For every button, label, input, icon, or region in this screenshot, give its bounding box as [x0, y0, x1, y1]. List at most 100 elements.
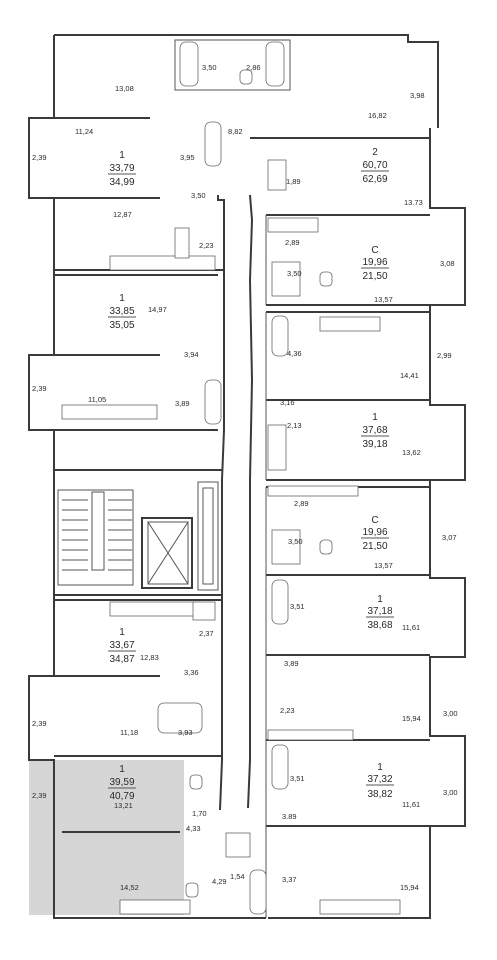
room-area: 2,13: [287, 421, 302, 430]
room-area: 13,57: [374, 561, 393, 570]
corridor-left-wall: [217, 195, 225, 811]
apartment-living-area: 33,85: [109, 306, 134, 317]
utility-shaft: [192, 601, 216, 621]
apartment-total-area: 38,68: [367, 620, 392, 631]
utility-shaft: [225, 832, 251, 858]
apartment-total-area: 62,69: [362, 174, 387, 185]
apartment-living-area: 39,59: [109, 777, 134, 788]
room-area: 2,39: [32, 153, 47, 162]
room-area: 2,89: [285, 238, 300, 247]
utility-shaft: [174, 227, 190, 259]
outer-wall-top-right: [54, 34, 439, 128]
room-area: 15,94: [400, 883, 419, 892]
apartment-label[interactable]: 1 39,59 40,79: [108, 764, 136, 802]
utility-shaft: [267, 424, 287, 471]
room-area: 3,50: [191, 191, 206, 200]
apartment-living-area: 60,70: [362, 160, 387, 171]
apartment-label[interactable]: 2 60,70 62,69: [361, 147, 389, 185]
outer-wall-top: [28, 35, 266, 919]
apartment-type: С: [371, 515, 378, 526]
room-area: 11,61: [402, 623, 420, 632]
room-area: 3,07: [442, 533, 457, 542]
room-area: 11,24: [75, 127, 93, 136]
room-area: 3,37: [282, 875, 297, 884]
apartment-label[interactable]: С 19,96 21,50: [361, 245, 389, 282]
room-area: 3,89: [175, 399, 190, 408]
apartment-type: 1: [119, 150, 125, 161]
apartment-living-area: 19,96: [362, 527, 387, 538]
room-area: 13,62: [402, 448, 421, 457]
room-area: 2,23: [280, 706, 295, 715]
apartment-label[interactable]: 1 37,18 38,68: [366, 594, 394, 631]
apartment-type: 1: [372, 412, 378, 423]
room-area: 3,98: [410, 91, 425, 100]
elevator-shaft: [141, 517, 193, 589]
bathtub: [204, 379, 222, 425]
apartment-total-area: 21,50: [362, 271, 387, 282]
apartment-total-area: 35,05: [109, 320, 134, 331]
apartment-type: 1: [119, 293, 125, 304]
corridor-right-wall: [247, 194, 254, 809]
apartment-total-area: 40,79: [109, 791, 134, 802]
room-area: 4,29: [212, 877, 227, 886]
toilet: [239, 69, 253, 85]
room-area: 12,83: [140, 653, 159, 662]
utility-shaft: [267, 159, 287, 191]
room-area: 2,39: [32, 719, 47, 728]
apartment-type: С: [371, 245, 378, 256]
utility-shaft: [267, 217, 319, 233]
room-area: 2,37: [199, 629, 214, 638]
apartment-type: 2: [372, 147, 378, 158]
room-area: 3,00: [443, 709, 458, 718]
bathtub: [265, 41, 285, 87]
room-area: 3,50: [287, 269, 302, 278]
apartment-label[interactable]: С 19,96 21,50: [361, 515, 389, 552]
apartment-type: 1: [119, 627, 125, 638]
bathtub: [179, 41, 199, 87]
kitchen-counter: [109, 255, 216, 271]
apartment-living-area: 37,18: [367, 606, 392, 617]
room-area: 2,86: [246, 63, 261, 72]
room-area: 3,00: [443, 788, 458, 797]
toilet: [319, 271, 333, 287]
apartment-living-area: 33,67: [109, 640, 134, 651]
room-area: 3,08: [440, 259, 455, 268]
elevator-shaft: [197, 481, 219, 591]
room-area: 3,50: [202, 63, 217, 72]
room-area: 2,39: [32, 384, 47, 393]
room-area: 4,33: [186, 824, 201, 833]
apartment-label[interactable]: 1 33,67 34,87: [108, 627, 136, 665]
apartment-label[interactable]: 1 37,68 39,18: [361, 412, 389, 450]
apartment-total-area: 21,50: [362, 541, 387, 552]
room-area: 11,05: [88, 395, 106, 404]
bathtub: [271, 579, 289, 625]
toilet: [189, 774, 203, 790]
room-area: 13.73: [404, 198, 423, 207]
kitchen-counter: [319, 899, 401, 915]
room-area: 3,51: [290, 602, 305, 611]
kitchen-counter: [319, 316, 381, 332]
apartment-label[interactable]: 1 33,85 35,05: [108, 293, 136, 331]
room-area: 3,50: [288, 537, 303, 546]
room-area: 1,54: [230, 872, 245, 881]
apartment-total-area: 39,18: [362, 439, 387, 450]
room-area: 3.89: [282, 812, 297, 821]
apartment-label[interactable]: 1 37,32 38,82: [366, 762, 394, 800]
bathtub: [249, 869, 267, 915]
staircase: [57, 489, 134, 586]
outer-wall-right: [268, 128, 466, 919]
room-area: 2,99: [437, 351, 452, 360]
apartment-total-area: 38,82: [367, 789, 392, 800]
room-area: 14,97: [148, 305, 167, 314]
utility-shaft: [267, 485, 359, 497]
apartment-label[interactable]: 1 33,79 34,99: [108, 150, 136, 188]
room-area: 14,52: [120, 883, 139, 892]
room-area: 1,89: [286, 177, 301, 186]
room-area: 16,82: [368, 111, 387, 120]
kitchen-counter: [61, 404, 158, 420]
toilet: [185, 882, 199, 898]
apartment-type: 1: [377, 762, 383, 773]
room-area: 12,87: [113, 210, 132, 219]
room-area: 4,36: [287, 349, 302, 358]
room-area: 3,95: [180, 153, 195, 162]
